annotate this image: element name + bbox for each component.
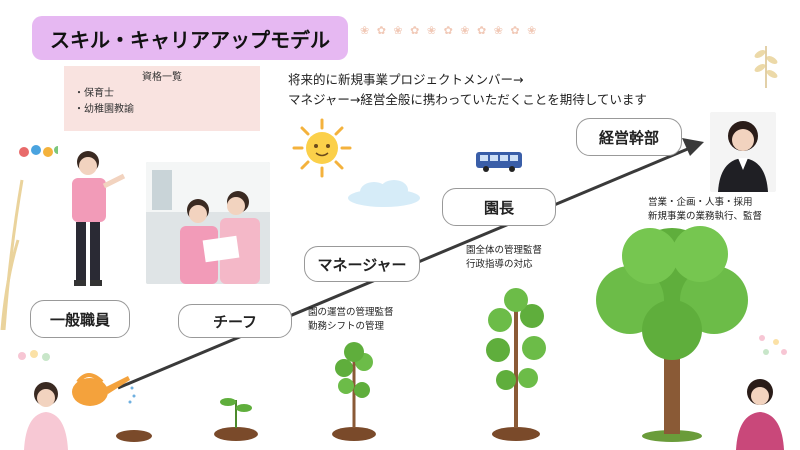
principal-description: 園全体の管理監督 行政指導の対応	[466, 244, 542, 272]
qualification-item: ・保育士	[74, 88, 114, 99]
team-photo	[146, 162, 270, 284]
executive-duty: 新規事業の業務執行、監督	[648, 211, 763, 222]
dots-decoration-icon	[18, 350, 50, 361]
staff-photo-small-right	[730, 372, 790, 450]
step-executive: 経営幹部	[576, 118, 682, 156]
manager-description: 園の運営の管理監督 勤務シフトの管理	[308, 306, 394, 334]
watering-can-icon	[72, 373, 136, 406]
manager-duty: 勤務シフトの管理	[308, 321, 385, 332]
executive-photo	[710, 112, 776, 192]
page-title: スキル・キャリアアップモデル	[32, 16, 348, 60]
step-general-staff: 一般職員	[30, 300, 130, 338]
goal-line-1: 将来的に新規事業プロジェクトメンバー→	[288, 72, 524, 87]
grass-decoration-icon	[0, 179, 24, 330]
soil-mound	[116, 430, 152, 442]
staff-photo-small	[18, 374, 74, 450]
executive-duty: 営業・企画・人事・採用	[648, 197, 753, 208]
soil-mound	[492, 427, 540, 441]
cloud-icon	[348, 180, 420, 207]
step-principal: 園長	[442, 188, 556, 226]
executive-description: 営業・企画・人事・採用 新規事業の業務執行、監督	[648, 196, 762, 224]
step-chief: チーフ	[178, 304, 292, 338]
manager-duty: 園の運営の管理監督	[308, 307, 394, 318]
decorative-watermark: ❀ ✿ ❀ ✿ ❀ ✿ ❀ ✿ ❀ ✿ ❀	[360, 24, 539, 37]
principal-duty: 行政指導の対応	[466, 259, 533, 270]
soil-mound	[332, 427, 376, 441]
qualification-heading: 資格一覧	[142, 72, 182, 83]
career-goal-text: 将来的に新規事業プロジェクトメンバー→ マネジャー→経営全般に携わっていただくこ…	[288, 70, 748, 110]
principal-duty: 園全体の管理監督	[466, 245, 543, 256]
qualification-item: ・幼稚園教諭	[74, 104, 134, 115]
goal-line-2: マネジャー→経営全般に携わっていただくことを期待しています	[288, 92, 647, 107]
leaf-icon	[754, 46, 778, 88]
sun-icon	[292, 118, 352, 178]
bus-icon	[476, 152, 522, 172]
step-manager: マネージャー	[304, 246, 420, 282]
grass-patch	[642, 430, 702, 442]
staff-photo	[58, 144, 132, 294]
stars-decoration-icon	[759, 335, 787, 355]
soil-mound	[214, 427, 258, 441]
qualification-list: 資格一覧 ・保育士 ・幼稚園教諭	[64, 66, 260, 131]
